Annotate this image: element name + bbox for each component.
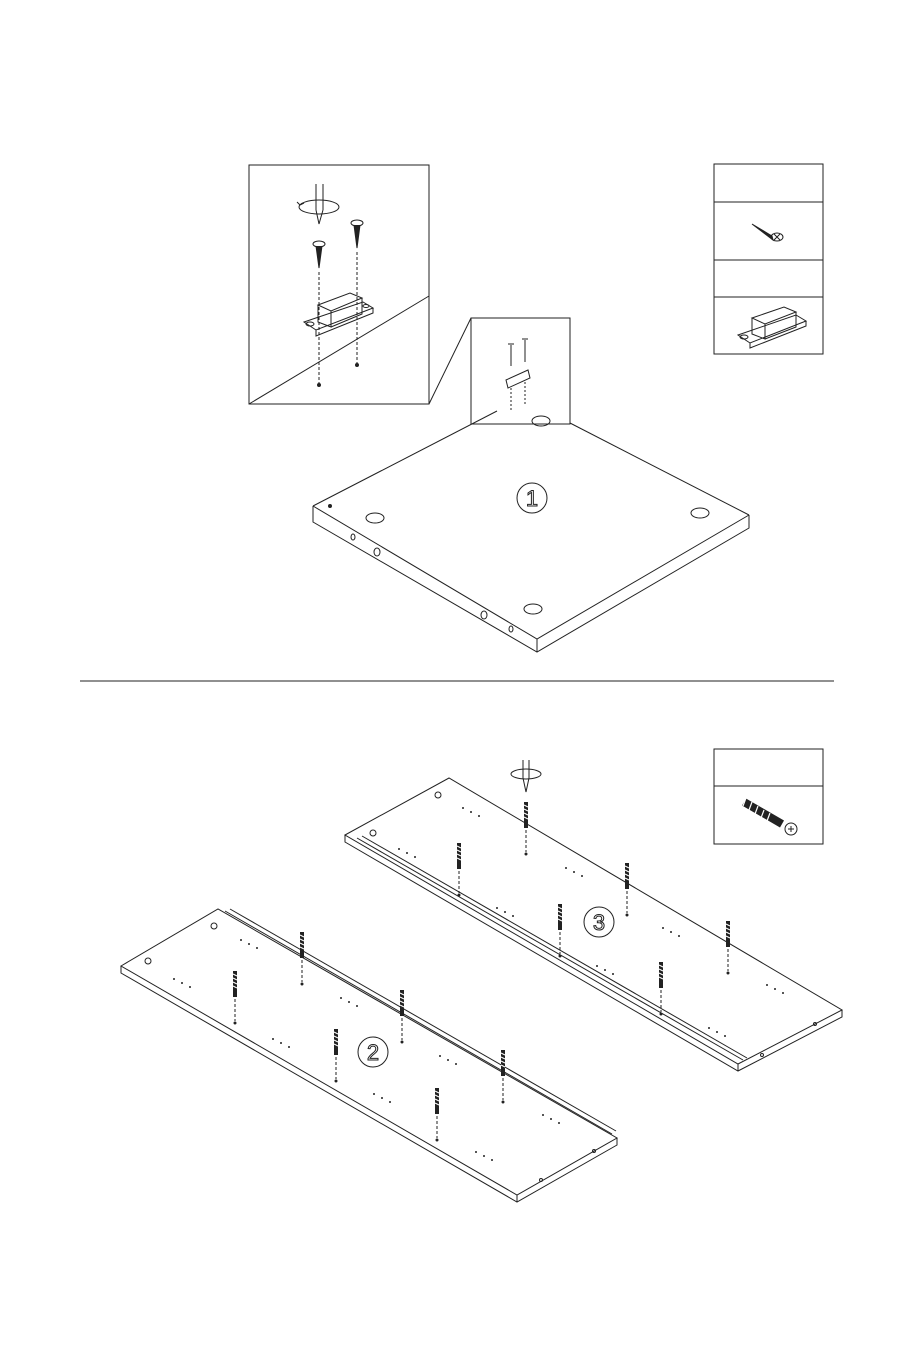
part-number-3: 3 (593, 910, 605, 935)
cam-bolt-icon (743, 798, 797, 835)
hardware-legend-step-2 (714, 749, 823, 844)
detail-zoom-box (249, 165, 429, 404)
screwdriver-icon (511, 760, 541, 792)
part-number-2: 2 (367, 1040, 379, 1065)
screwdriver-icon (297, 184, 339, 224)
screw-icon (351, 220, 363, 367)
hardware-legend-step-1 (714, 164, 823, 354)
panel-1: 1 (313, 411, 749, 652)
wood-screw-icon (752, 224, 783, 241)
step-2: 3 2 (121, 749, 842, 1202)
magnetic-catch-icon (304, 293, 373, 336)
small-detail-box (471, 318, 570, 424)
panel-2: 2 (121, 909, 617, 1202)
step-1: 1 (249, 164, 823, 652)
magnetic-catch-icon (738, 307, 806, 348)
part-number-1: 1 (526, 486, 538, 511)
